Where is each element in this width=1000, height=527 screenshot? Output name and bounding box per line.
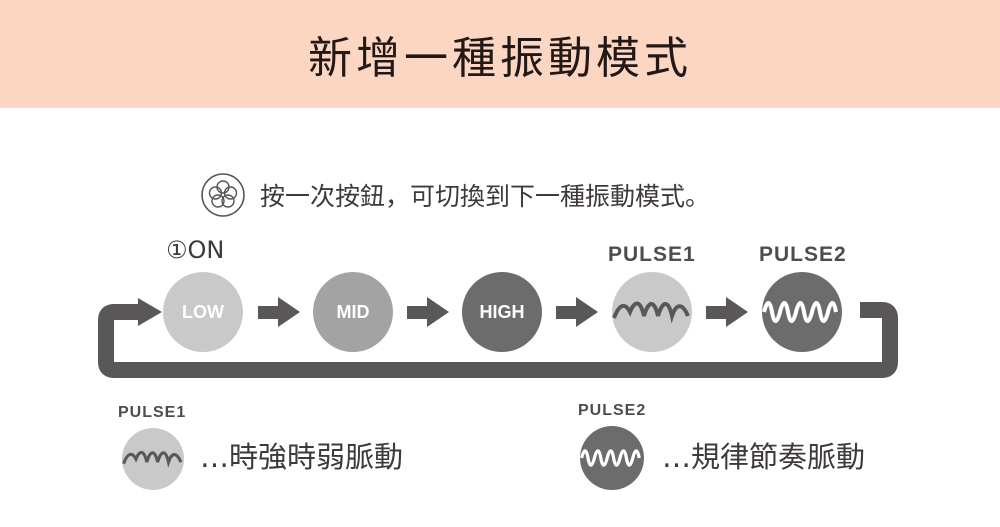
header-banner: 新增一種振動模式 xyxy=(0,0,1000,108)
loop-arrow xyxy=(98,302,898,378)
legend-pulse2-desc: …規律節奏脈動 xyxy=(662,440,866,474)
pulse2-label: PULSE2 xyxy=(759,243,847,266)
page-title: 新增一種振動模式 xyxy=(308,33,692,84)
arrow-icon xyxy=(556,297,598,327)
on-label: ①ON xyxy=(166,236,225,264)
legend-pulse1-desc: …時強時弱脈動 xyxy=(200,440,404,474)
legend-pulse1-icon xyxy=(122,428,184,490)
mode-low: LOW xyxy=(163,272,243,352)
legend-pulse2-icon xyxy=(580,426,644,490)
instruction-row: 按一次按鈕，可切換到下一種振動模式。 xyxy=(200,172,710,218)
mode-pulse2 xyxy=(762,272,842,352)
pulse1-wave-icon xyxy=(612,301,690,324)
instruction-text: 按一次按鈕，可切換到下一種振動模式。 xyxy=(260,182,711,211)
arrow-icon xyxy=(706,297,748,327)
arrow-icon xyxy=(258,297,300,327)
loop-arrowhead xyxy=(138,298,162,326)
arrow-icon xyxy=(407,297,449,327)
legend-pulse2-label: PULSE2 xyxy=(578,402,647,419)
mode-mid: MID xyxy=(313,272,393,352)
mode-high: HIGH xyxy=(462,272,542,352)
button-icon xyxy=(201,173,245,217)
pulse1-label: PULSE1 xyxy=(608,243,696,266)
legend-pulse1-label: PULSE1 xyxy=(118,404,187,421)
mode-pulse1 xyxy=(612,272,692,352)
pulse2-wave-icon xyxy=(762,301,838,323)
